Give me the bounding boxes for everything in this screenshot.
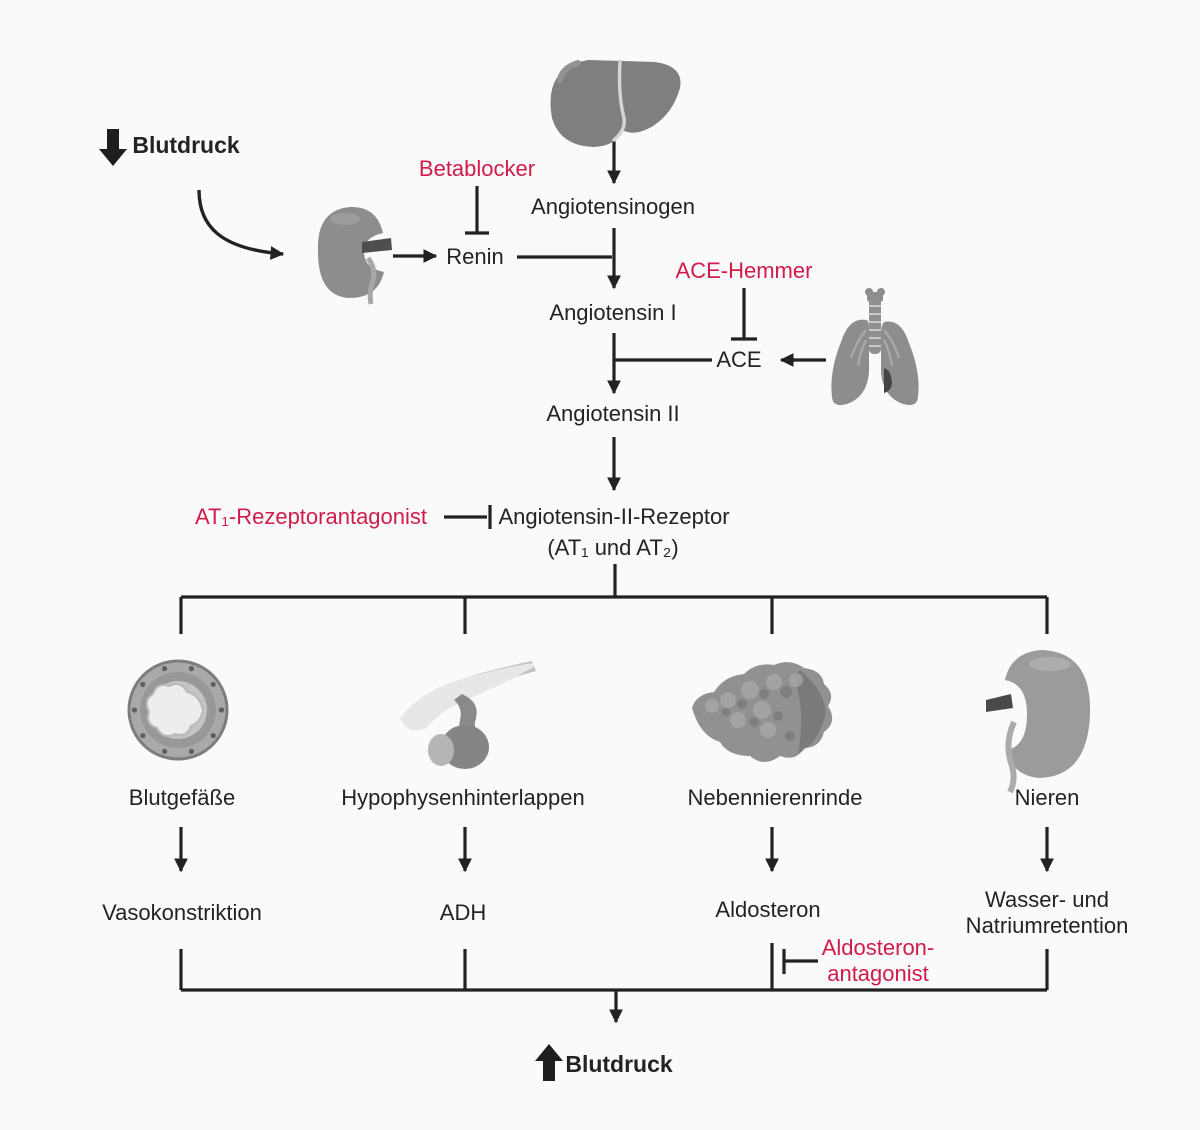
blood-vessels-label: Blutgefäße bbox=[128, 785, 236, 810]
aldosteron-antagonist-inhibition bbox=[782, 949, 818, 974]
angiotensin-ii-label: Angiotensin II bbox=[546, 401, 680, 426]
arrow-up-icon bbox=[535, 1044, 563, 1081]
betablocker-label: Betablocker bbox=[418, 156, 536, 181]
renin-label: Renin bbox=[446, 244, 504, 269]
lungs-icon bbox=[831, 288, 919, 406]
inhibition-lines bbox=[444, 186, 818, 974]
at1-antagonist-label: AT₁-Rezeptorantagonist bbox=[194, 504, 428, 529]
receptor-subtypes-label: (AT₁ und AT₂) bbox=[547, 535, 679, 560]
betablocker-inhibition bbox=[465, 186, 489, 235]
arrow-down-icon bbox=[99, 129, 127, 166]
angiotensin-ii-receptor-label: Angiotensin-II-Rezeptor bbox=[498, 504, 730, 529]
liver-icon bbox=[550, 59, 681, 147]
water-sodium-retention-label: Wasser- und Natriumretention bbox=[965, 887, 1129, 938]
angiotensin-i-label: Angiotensin I bbox=[549, 300, 677, 325]
kidneys-label: Nieren bbox=[1014, 785, 1080, 810]
flow-arrows bbox=[174, 136, 1054, 1024]
pituitary-icon bbox=[400, 661, 536, 769]
angiotensinogen-label: Angiotensinogen bbox=[531, 194, 695, 219]
ace-hemmer-inhibition bbox=[731, 288, 757, 341]
adh-label: ADH bbox=[439, 900, 487, 925]
pituitary-label: Hypophysenhinterlappen bbox=[341, 785, 585, 810]
aldosterone-antagonist-label: Aldosteron- antagonist bbox=[821, 935, 935, 986]
aldosterone-label: Aldosteron bbox=[715, 897, 821, 922]
at1-antagonist-inhibition bbox=[444, 505, 492, 529]
curved-arrow bbox=[197, 189, 285, 260]
ace-label: ACE bbox=[716, 347, 762, 372]
vasoconstriction-label: Vasokonstriktion bbox=[102, 900, 262, 925]
ace-hemmer-label: ACE-Hemmer bbox=[675, 258, 813, 283]
kidney-icon bbox=[317, 206, 392, 305]
adrenal-cortex-label: Nebennierenrinde bbox=[687, 785, 863, 810]
blood-pressure-low-label: Blutdruck bbox=[132, 132, 240, 158]
blood-vessel-icon bbox=[127, 659, 229, 761]
adrenal-gland-icon bbox=[692, 662, 833, 762]
blood-pressure-high-label: Blutdruck bbox=[565, 1051, 673, 1077]
kidney-icon bbox=[986, 650, 1091, 794]
